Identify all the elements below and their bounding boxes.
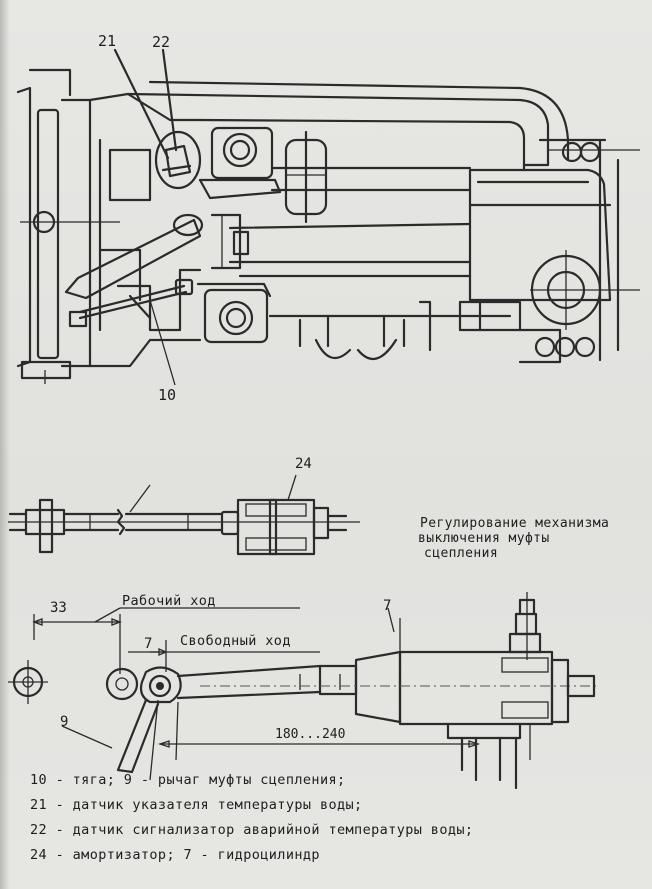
housing-left-edge: [16, 86, 32, 368]
bearing-boss-top: [210, 126, 274, 180]
bearing-boss-bottom: [203, 288, 269, 344]
working-stroke-label: Рабочий ход: [122, 593, 216, 609]
label-21: 21: [98, 32, 116, 50]
drawing-caption: Регулирование механизма выключения муфты…: [418, 516, 610, 561]
rod-end-left: [38, 498, 54, 554]
legend: 10 - тяга; 9 - рычаг муфты сцепления; 21…: [30, 772, 473, 863]
caption-line-2: выключения муфты: [418, 531, 550, 546]
hydraulic-cylinder-7: [398, 650, 554, 726]
label-22: 22: [152, 33, 170, 51]
cylinder-fitting: [508, 632, 542, 654]
free-stroke-label: Свободный ход: [180, 633, 291, 649]
lever-pivot: [105, 667, 139, 701]
label-10: 10: [158, 386, 176, 404]
caption-line-3: сцепления: [424, 546, 499, 561]
clutch-lever-arm: [64, 218, 202, 300]
label-24: 24: [295, 456, 312, 472]
clutch-linkage-drawing: [8, 592, 600, 790]
dimension-7: 7: [144, 636, 152, 652]
dimension-180-240: 180...240: [275, 727, 345, 742]
label-9: 9: [60, 714, 68, 730]
sensor-21-22: [164, 144, 192, 178]
dimension-33: 33: [50, 600, 67, 616]
legend-item: 21 - датчик указателя температуры воды;: [30, 797, 363, 813]
caption-line-1: Регулирование механизма: [420, 516, 610, 531]
legend-item: 24 - амортизатор; 7 - гидроцилиндр: [30, 847, 320, 863]
engine-assembly-drawing: [16, 48, 640, 386]
cylinder-7-nose: [354, 650, 402, 724]
label-7: 7: [383, 598, 391, 614]
gearbox-housing: [468, 168, 612, 302]
lever-9-arm: [116, 698, 160, 774]
lever-9-head: [139, 666, 182, 704]
legend-item: 10 - тяга; 9 - рычаг муфты сцепления;: [30, 772, 346, 788]
rod-with-damper-drawing: [8, 474, 360, 556]
sensor-housing: [154, 130, 202, 190]
legend-item: 22 - датчик сигнализатор аварийной темпе…: [30, 822, 474, 838]
